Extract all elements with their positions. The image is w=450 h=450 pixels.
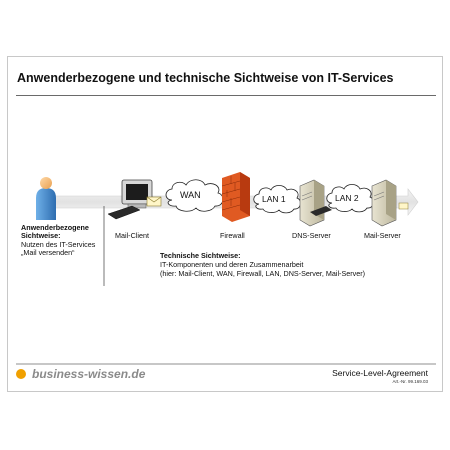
title-rule xyxy=(16,95,436,96)
dns-server-label: DNS-Server xyxy=(292,231,331,240)
lan2-label: LAN 2 xyxy=(335,193,359,203)
tech-view-text-2: (hier: Mail-Client, WAN, Firewall, LAN, … xyxy=(160,269,366,278)
user-view-text-1: Nutzen des IT-Services xyxy=(21,240,96,249)
footer-title: Service-Level-Agreement xyxy=(332,368,428,378)
slide-frame xyxy=(7,56,443,392)
mail-server-label: Mail-Server xyxy=(364,231,401,240)
user-view-heading-1: Anwenderbezogene xyxy=(21,223,89,232)
wan-cloud-icon xyxy=(165,179,224,212)
firewall-label: Firewall xyxy=(220,231,245,240)
mail-server-icon xyxy=(371,179,409,227)
computer-icon xyxy=(107,179,153,220)
lan1-label: LAN 1 xyxy=(262,194,286,204)
footer-logo: business-wissen.de xyxy=(32,367,146,381)
lan1-cloud-icon xyxy=(253,185,301,214)
user-view-text-2: „Mail versenden“ xyxy=(21,248,75,257)
wan-label: WAN xyxy=(180,190,201,200)
dns-server-icon xyxy=(299,179,332,227)
article-number: Art.-Nr. 99.169.03 xyxy=(392,379,428,384)
lan2-cloud-icon xyxy=(326,184,374,213)
user-view-heading-2: Sichtweise: xyxy=(21,231,61,240)
slide-title: Anwenderbezogene und technische Sichtwei… xyxy=(17,71,394,85)
envelope-icon xyxy=(146,196,162,207)
tech-view-heading: Technische Sichtweise: xyxy=(160,251,241,260)
user-icon xyxy=(36,177,56,220)
logo-dot-icon xyxy=(16,369,26,379)
mail-client-label: Mail-Client xyxy=(115,231,149,240)
firewall-icon xyxy=(221,172,250,222)
tech-view-text-1: IT-Komponenten und deren Zusammenarbeit xyxy=(160,260,304,269)
